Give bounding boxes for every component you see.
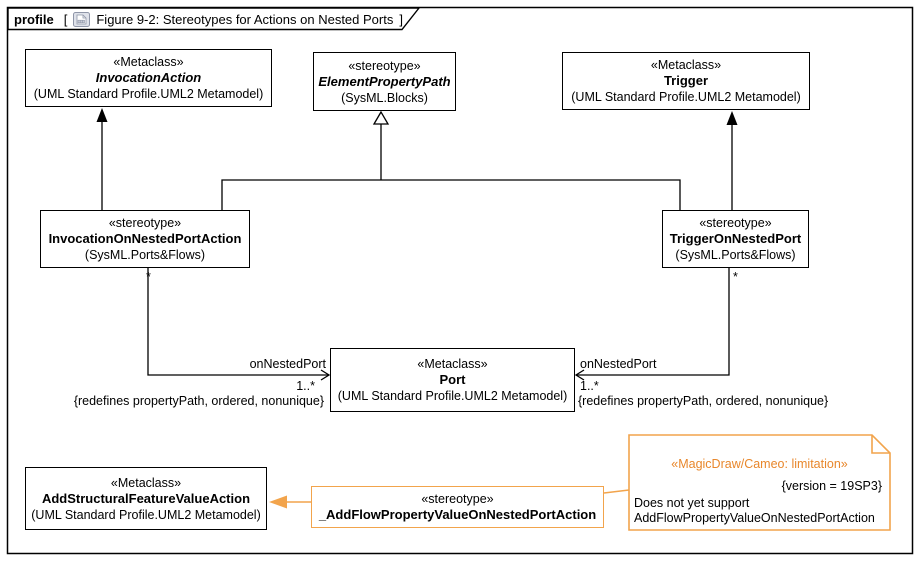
note-shape[interactable] <box>628 434 891 531</box>
frame-close-bracket: ] <box>399 11 403 27</box>
class-name: Trigger <box>663 73 709 88</box>
role-name-right: onNestedPort <box>580 357 657 371</box>
stereotype-keyword: «stereotype» <box>699 216 772 230</box>
source-multiplicity-right: * <box>733 270 738 284</box>
diagram-frame-border <box>6 6 914 555</box>
class-name: InvocationAction <box>95 70 202 85</box>
note-anchor-line[interactable] <box>603 489 630 494</box>
package-name: (SysML.Blocks) <box>341 90 428 105</box>
class-trigger-on-nested-port[interactable]: «stereotype» TriggerOnNestedPort (SysML.… <box>662 210 809 268</box>
frame-tab-label: profile [ Figure 9-2: Stereotypes for Ac… <box>14 9 403 29</box>
class-name: TriggerOnNestedPort <box>669 231 802 246</box>
stereotype-keyword: «stereotype» <box>421 492 494 506</box>
class-element-property-path[interactable]: «stereotype» ElementPropertyPath (SysML.… <box>313 52 456 111</box>
package-name: (SysML.Ports&Flows) <box>675 248 796 262</box>
association-right-onnestedport[interactable] <box>574 268 730 381</box>
constraint-left: {redefines propertyPath, ordered, nonuni… <box>73 394 324 408</box>
class-invocation-on-nested-port-action[interactable]: «stereotype» InvocationOnNestedPortActio… <box>40 210 250 268</box>
association-left-onnestedport[interactable] <box>147 268 331 381</box>
note-keyword: «MagicDraw/Cameo: limitation» <box>671 457 848 471</box>
diagram-frame-tab[interactable] <box>7 7 421 31</box>
target-multiplicity-left: 1..* <box>296 379 315 393</box>
stereotype-keyword: «Metaclass» <box>417 357 488 371</box>
package-name: (UML Standard Profile.UML2 Metamodel) <box>337 389 568 403</box>
dependency-addflowproperty[interactable] <box>269 495 311 509</box>
stereotype-keyword: «stereotype» <box>348 58 421 73</box>
role-name-left: onNestedPort <box>249 357 326 371</box>
package-name: (UML Standard Profile.UML2 Metamodel) <box>31 507 261 522</box>
extension-invocation[interactable] <box>96 108 108 210</box>
stereotype-keyword: «Metaclass» <box>113 55 184 69</box>
stereotype-keyword: «stereotype» <box>108 216 182 230</box>
extension-trigger[interactable] <box>726 111 738 210</box>
source-multiplicity-left: * <box>146 270 151 284</box>
generalization-element-property-path[interactable] <box>221 110 681 210</box>
note-body-text: Does not yet support AddFlowPropertyValu… <box>634 496 875 525</box>
frame-open-bracket: [ <box>63 11 68 27</box>
class-name: _AddFlowPropertyValueOnNestedPortAction <box>318 507 597 522</box>
class-add-structural-feature-value-action[interactable]: «Metaclass» AddStructuralFeatureValueAct… <box>25 467 267 530</box>
frame-kind-label: profile <box>14 11 54 27</box>
constraint-right: {redefines propertyPath, ordered, nonuni… <box>578 394 829 408</box>
diagram-icon <box>73 11 91 27</box>
class-invocation-action[interactable]: «Metaclass» InvocationAction (UML Standa… <box>25 49 272 107</box>
package-name: (UML Standard Profile.UML2 Metamodel) <box>571 90 801 104</box>
class-name: AddStructuralFeatureValueAction <box>41 490 251 506</box>
class-name: ElementPropertyPath <box>318 73 451 89</box>
class-trigger[interactable]: «Metaclass» Trigger (UML Standard Profil… <box>562 52 810 110</box>
class-port[interactable]: «Metaclass» Port (UML Standard Profile.U… <box>330 348 575 412</box>
class-name: InvocationOnNestedPortAction <box>48 231 242 246</box>
package-name: (UML Standard Profile.UML2 Metamodel) <box>33 87 264 101</box>
stereotype-keyword: «Metaclass» <box>110 475 182 490</box>
package-name: (SysML.Ports&Flows) <box>84 248 206 262</box>
note-version-tag: {version = 19SP3} <box>781 479 882 493</box>
frame-title: Figure 9-2: Stereotypes for Actions on N… <box>96 11 394 27</box>
stereotype-keyword: «Metaclass» <box>650 58 722 72</box>
target-multiplicity-right: 1..* <box>580 379 599 393</box>
class-add-flow-property-value-on-nested-port-action[interactable]: «stereotype» _AddFlowPropertyValueOnNest… <box>311 486 604 528</box>
class-name: Port <box>439 372 466 387</box>
